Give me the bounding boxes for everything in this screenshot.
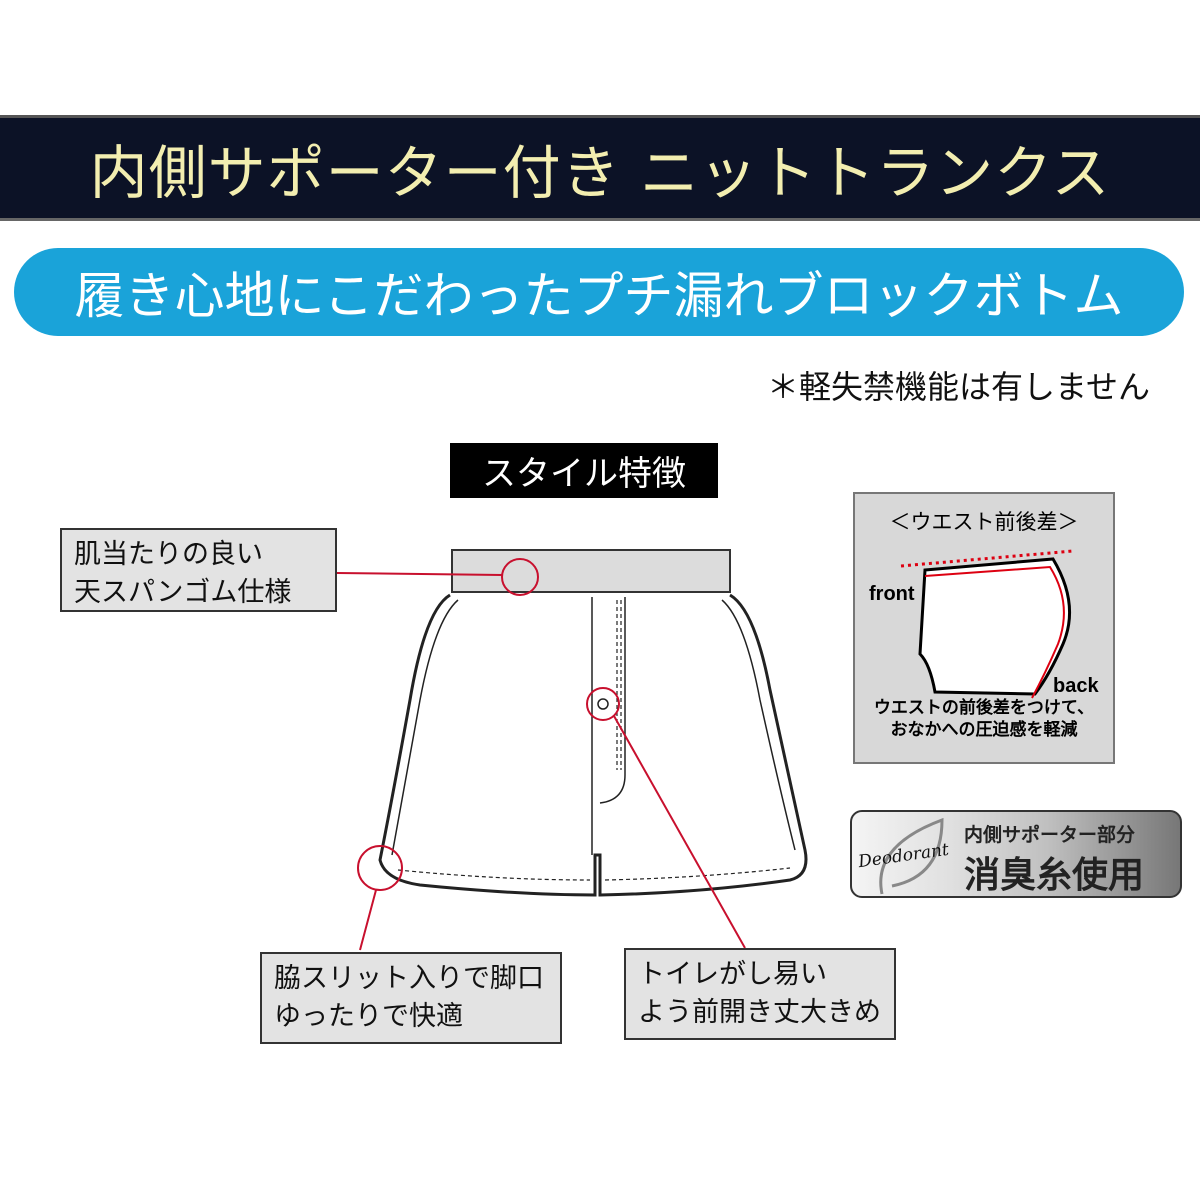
- deodorant-badge: Deodorant 内側サポーター部分 消臭糸使用: [850, 810, 1182, 898]
- callout-waistband: 肌当たりの良い 天スパンゴム仕様: [60, 528, 337, 612]
- callout-text: 肌当たりの良い: [74, 539, 263, 570]
- badge-line2: 消臭糸使用: [964, 854, 1145, 896]
- callout-lines: [336, 558, 746, 951]
- callout-text: よう前開き丈大きめ: [638, 997, 881, 1028]
- waist-difference-panel: ＜ウエスト前後差＞ front back ウエストの前後差をつけて、 おなかへの…: [853, 492, 1115, 764]
- subtitle-text: 履き心地にこだわったプチ漏れブロックボトム: [74, 267, 1124, 325]
- page-title: 内側サポーター付き ニットトランクス: [89, 139, 1111, 207]
- title-bar: 内側サポーター付き ニットトランクス: [0, 115, 1200, 221]
- front-label: front: [869, 583, 915, 605]
- shorts-outline: [378, 549, 808, 897]
- subtitle-banner: 履き心地にこだわったプチ漏れブロックボトム: [14, 248, 1184, 336]
- waist-panel-description: ウエストの前後差をつけて、 おなかへの圧迫感を軽減: [855, 697, 1113, 741]
- badge-line1: 内側サポーター部分: [964, 824, 1136, 846]
- callout-text: 脇スリット入りで脚口: [274, 963, 544, 994]
- leaf-icon: [879, 817, 944, 895]
- disclaimer-note: ＊軽失禁機能は有しません: [766, 368, 1150, 406]
- waist-panel-title: ＜ウエスト前後差＞: [889, 510, 1079, 534]
- callout-text: トイレがし易い: [638, 959, 827, 990]
- callout-front-opening: トイレがし易い よう前開き丈大きめ: [624, 948, 896, 1040]
- back-label: back: [1053, 675, 1099, 697]
- callout-side-slit: 脇スリット入りで脚口 ゆったりで快適: [260, 952, 562, 1044]
- description-line: ウエストの前後差をつけて、: [873, 698, 1095, 718]
- waist-shape-icon: front back: [869, 549, 1099, 699]
- callout-text: 天スパンゴム仕様: [74, 577, 292, 608]
- style-heading: スタイル特徴: [450, 443, 718, 498]
- callout-text: ゆったりで快適: [274, 1001, 463, 1032]
- description-line: おなかへの圧迫感を軽減: [890, 720, 1078, 740]
